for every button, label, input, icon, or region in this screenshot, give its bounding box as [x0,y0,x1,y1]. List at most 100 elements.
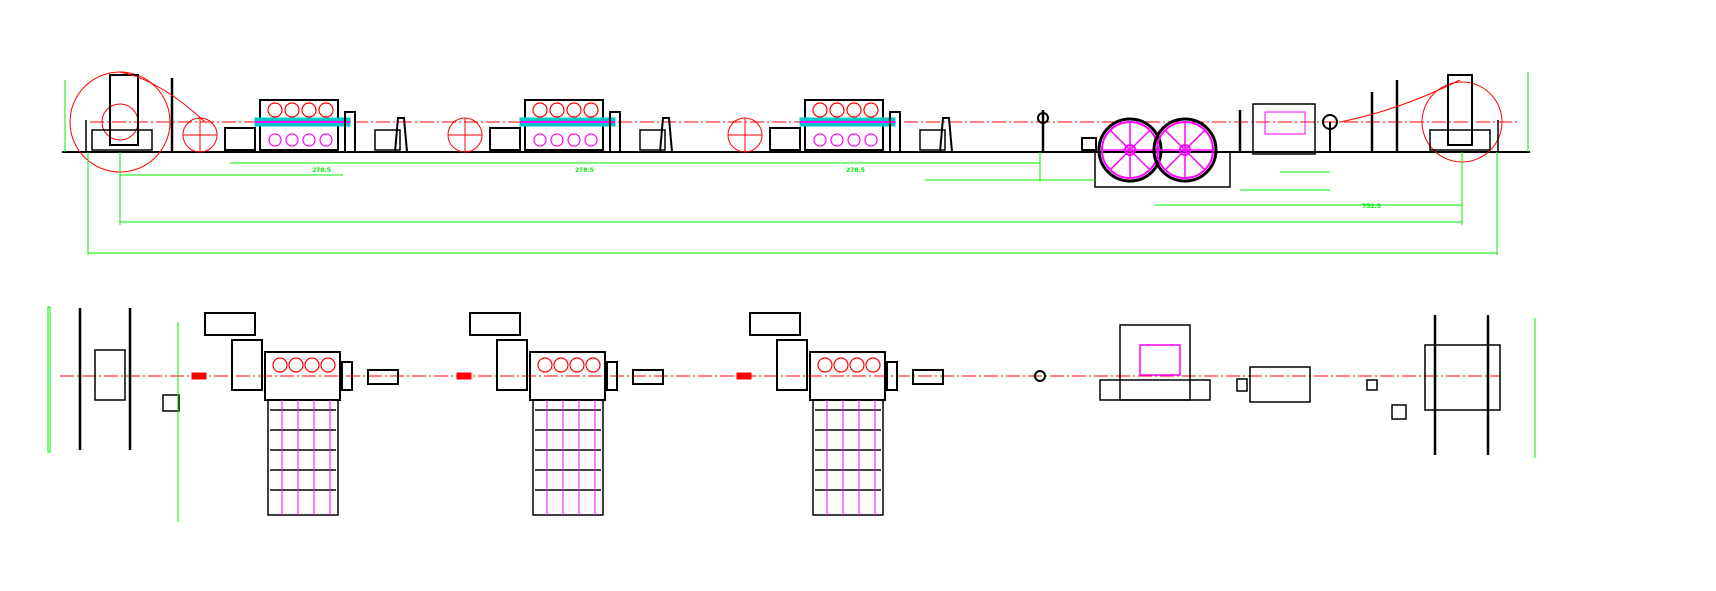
strander-unit-2 [447,99,674,153]
plan-bobbin-rack [267,399,339,516]
motor-base [224,127,256,151]
pneumatic-device [1081,137,1097,151]
bobbin-bottom [847,133,861,147]
capstan-pit [1094,151,1231,188]
bobbin-bottom [584,133,598,147]
bobbin-top [583,102,599,118]
plan-bobbin-rack [812,399,884,516]
plan-motor [204,312,256,336]
control-box [639,129,666,151]
plan-bobbin [288,357,304,373]
capstan-hub [1179,144,1191,156]
plan-takeup-frame [1424,344,1501,411]
plan-tension-unit [1249,366,1311,403]
plan-guide [191,372,207,380]
plan-bobbin [569,357,585,373]
dimension-label-1: 278.5 [312,167,331,174]
plan-small-box [162,394,180,412]
bobbin-bottom [567,133,581,147]
dimension-lines [64,72,1529,255]
die-stand [393,117,409,153]
plan-die-box [632,369,664,385]
takeup-stand [1447,74,1473,146]
plan-bobbin [817,357,833,373]
dimension-label-3: 278.5 [846,167,865,174]
plan-strander-3 [736,312,944,516]
die-stand [938,117,954,153]
bobbin-bottom [302,133,316,147]
plan-traverse [1366,379,1378,391]
plan-bobbin [849,357,865,373]
plan-bobbin [537,357,553,373]
plan-strander-2 [456,312,664,516]
plan-bobbin [272,357,288,373]
bobbin-bottom [285,133,299,147]
capstan-wheel-2 [1152,117,1218,183]
bearing-stand [889,111,901,153]
tension-mechanism [1264,111,1306,135]
plan-capstan-base [1099,379,1211,401]
elevation-view [62,71,1530,188]
meter-counter-wheel [1037,112,1049,124]
bobbin-top [863,102,879,118]
plan-gearbox [776,339,808,391]
plan-bearing [886,361,898,391]
motor-base [769,127,801,151]
control-box [374,129,401,151]
payoff-stand [109,74,139,146]
bobbin-bottom [319,133,333,147]
plan-dimension [47,306,51,453]
plan-capstan-drive [1139,344,1181,376]
plan-bobbin [553,357,569,373]
bobbin-bottom [864,133,878,147]
bobbin-top [549,102,565,118]
capstan-hub [1124,144,1136,156]
dimension-label-2: 278.5 [575,167,594,174]
plan-bearing [606,361,618,391]
motor-base [489,127,521,151]
plan-guide [456,372,472,380]
plan-gearbox [496,339,528,391]
plan-guide-box [1236,378,1248,392]
strander-unit-3 [727,99,954,153]
plan-die-box [367,369,399,385]
plan-view [47,306,1536,522]
bobbin-top [812,102,828,118]
dimension-label-4: 752.5 [1362,203,1381,210]
plan-bobbin [865,357,881,373]
bobbin-top [284,102,300,118]
wire-path [119,71,206,123]
takeup-base [1429,129,1491,151]
die-stand [658,117,674,153]
plan-strander-1 [191,312,399,516]
bobbin-bottom [533,133,547,147]
bobbin-bottom [813,133,827,147]
plan-bobbin [833,357,849,373]
plan-motor [749,312,801,336]
bobbin-top [846,102,862,118]
plan-gearbox [231,339,263,391]
plan-bobbin [304,357,320,373]
bobbin-top [829,102,845,118]
plan-guide [736,372,752,380]
plan-bobbin [585,357,601,373]
capstan-wheel-rim [1156,121,1214,179]
tension-unit [1252,103,1316,155]
control-box [919,129,946,151]
plan-meter-counter [1034,370,1046,382]
bobbin-top [301,102,317,118]
plan-motor [469,312,521,336]
bobbin-top [267,102,283,118]
wire-path-right [1339,79,1461,123]
bobbin-top [566,102,582,118]
plan-payoff-frame [94,349,126,401]
bearing-stand [609,111,621,153]
plan-die-box [912,369,944,385]
plan-bobbin [320,357,336,373]
plan-bobbin-rack [532,399,604,516]
strander-unit-1 [182,99,409,153]
plan-small-box-right [1391,404,1407,420]
bobbin-top [532,102,548,118]
bobbin-bottom [268,133,282,147]
